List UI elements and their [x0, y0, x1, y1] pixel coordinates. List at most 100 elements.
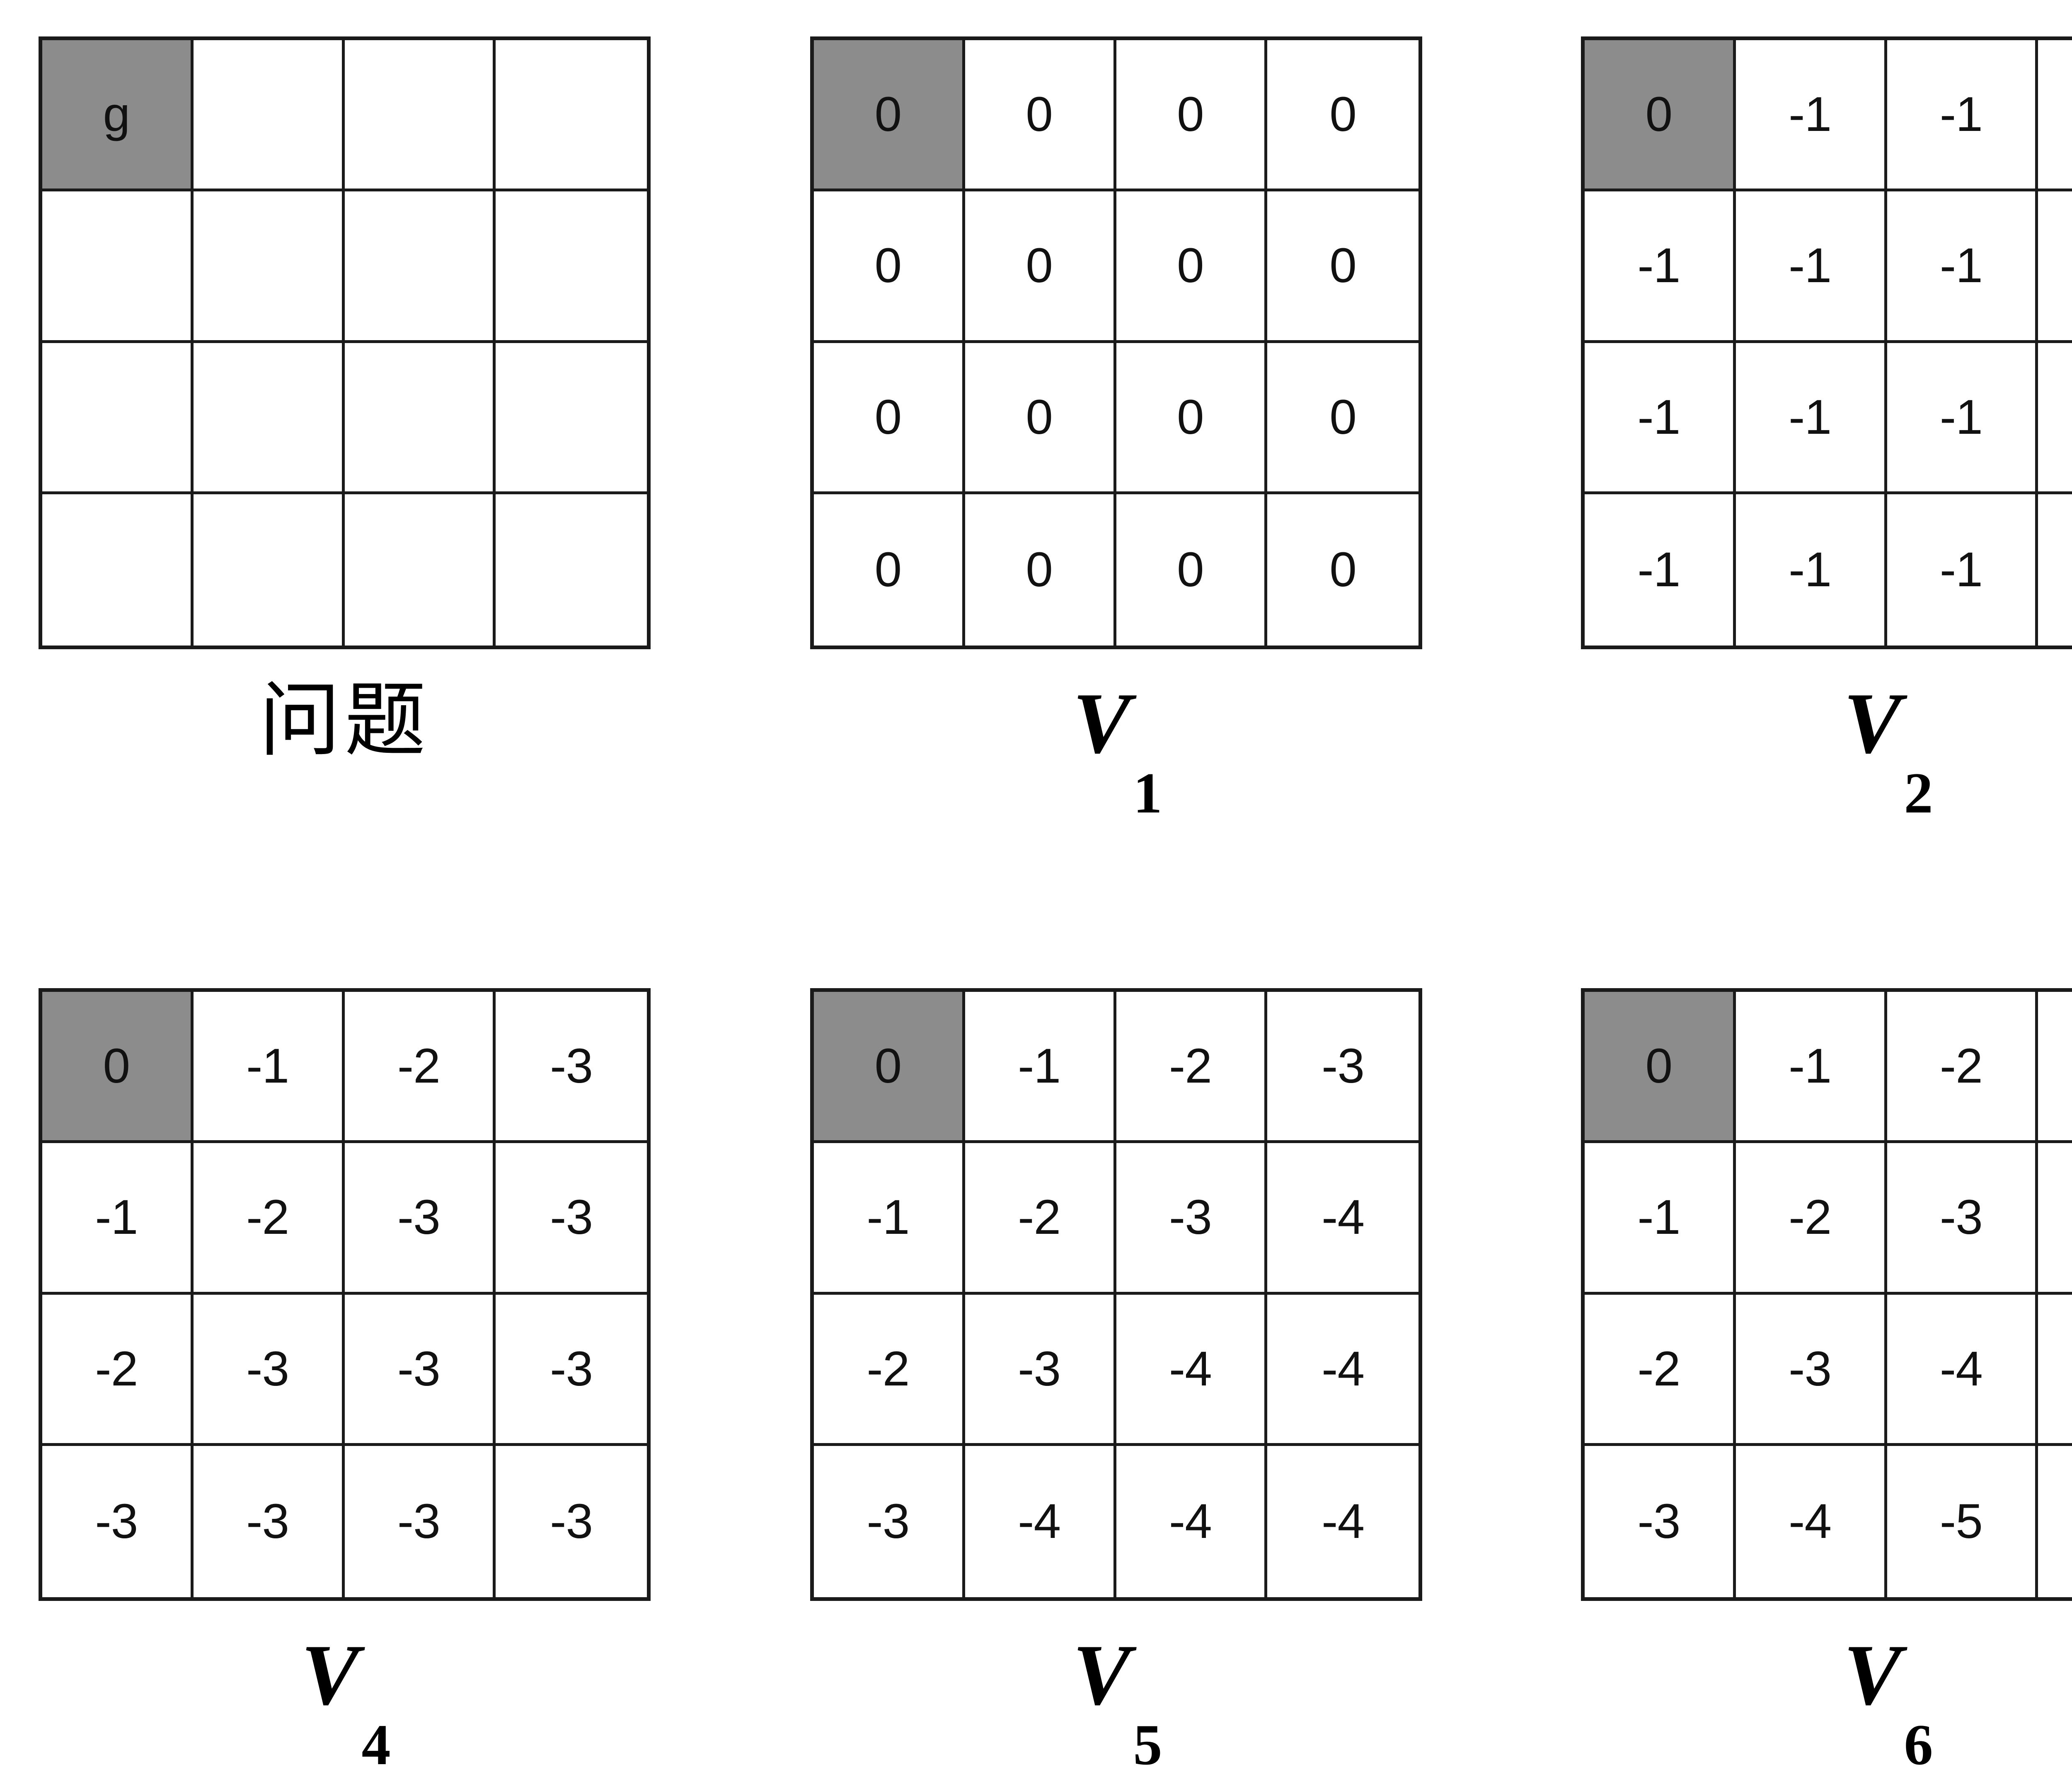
grid-cell-r3-c2: -1 [1887, 494, 2038, 646]
grid-cell-r3-c0: -3 [1585, 1446, 1736, 1597]
panel-label-subscript: 2 [1904, 761, 1933, 825]
grid-cell-r1-c0 [42, 191, 194, 343]
grid-cell-r3-c3: 0 [1267, 494, 1418, 646]
grid-cell-r3-c2: -5 [1887, 1446, 2038, 1597]
panel-label-subscript: 6 [1904, 1713, 1933, 1777]
grid-cell-r2-c2: -1 [1887, 343, 2038, 494]
grid-cell-r1-c3: -4 [1267, 1143, 1418, 1295]
grid-cell-r2-c1: 0 [965, 343, 1116, 494]
grid-cell-r1-c1: -2 [193, 1143, 345, 1295]
grid-cell-r3-c2: 0 [1116, 494, 1268, 646]
grid-cell-r1-c2: -3 [1116, 1143, 1268, 1295]
grid-cell-r1-c3: -3 [496, 1143, 647, 1295]
grid-cell-r2-c0: 0 [814, 343, 965, 494]
grid-cell-r0-c0: 0 [42, 992, 194, 1144]
grid-cell-r3-c3 [496, 494, 647, 646]
grid-cell-r3-c1: -4 [1736, 1446, 1887, 1597]
grid-cell-r1-c1: -2 [965, 1143, 1116, 1295]
grid-cell-r2-c2 [344, 343, 496, 494]
grid-cell-r2-c1 [193, 343, 345, 494]
panel-label-subscript: 5 [1133, 1713, 1162, 1777]
grid-cell-r2-c1: -3 [965, 1294, 1116, 1446]
grid-cell-r3-c2 [344, 494, 496, 646]
grid-cell-r0-c1 [193, 40, 345, 192]
grid-cell-r3-c3: -5 [2038, 1446, 2072, 1597]
grid-cell-r2-c0: -1 [1585, 343, 1736, 494]
grid-cell-r0-c1: -1 [1736, 40, 1887, 192]
grid-cell-r2-c3: -4 [1267, 1294, 1418, 1446]
grid-cell-r0-c1: -1 [965, 992, 1116, 1144]
grid-cell-r3-c0 [42, 494, 194, 646]
grid-panel-v6: 0-1-2-3-1-2-3-4-2-3-4-5-3-4-5-5V6 [1581, 988, 2072, 1774]
value-grid-v2: 0-1-1-1-1-1-1-1-1-1-1-1-1-1-1-1 [1581, 36, 2072, 649]
grid-cell-r3-c1: -3 [193, 1446, 345, 1597]
grid-cell-r0-c3 [496, 40, 647, 192]
grid-cell-r1-c0: -1 [814, 1143, 965, 1295]
grid-cell-r0-c0: g [42, 40, 194, 192]
grid-cell-r1-c2: 0 [1116, 191, 1268, 343]
grid-cell-r0-c2: -2 [1887, 992, 2038, 1144]
grid-cell-r2-c2: 0 [1116, 343, 1268, 494]
grid-cell-r3-c3: -1 [2038, 494, 2072, 646]
grid-cell-r2-c3: -1 [2038, 343, 2072, 494]
grid-cell-r0-c3: -3 [496, 992, 647, 1144]
grid-panel-problem: g 问题 [39, 36, 651, 804]
grid-cell-r0-c1: 0 [965, 40, 1116, 192]
grid-cell-r0-c0: 0 [1585, 40, 1736, 192]
grid-cell-r0-c2: -2 [344, 992, 496, 1144]
grid-cell-r3-c1 [193, 494, 345, 646]
grid-cell-r3-c0: -3 [814, 1446, 965, 1597]
grid-cell-r0-c3: 0 [1267, 40, 1418, 192]
grid-cell-r1-c0: -1 [1585, 191, 1736, 343]
grid-cell-r3-c1: -4 [965, 1446, 1116, 1597]
panel-label-text: 问题 [259, 673, 430, 768]
grid-cell-r2-c2: -4 [1887, 1294, 2038, 1446]
grid-cell-r1-c2 [344, 191, 496, 343]
grid-cell-r2-c1: -3 [193, 1294, 345, 1446]
panel-label-symbol: V [1072, 1627, 1131, 1723]
grid-cell-r1-c1: -1 [1736, 191, 1887, 343]
grid-cell-r1-c3 [496, 191, 647, 343]
grid-cell-r3-c0: 0 [814, 494, 965, 646]
grid-cell-r1-c0: -1 [42, 1143, 194, 1295]
value-grid-v6: 0-1-2-3-1-2-3-4-2-3-4-5-3-4-5-5 [1581, 988, 2072, 1601]
value-grid-v4: 0-1-2-3-1-2-3-3-2-3-3-3-3-3-3-3 [39, 988, 651, 1601]
panel-label-subscript: 4 [361, 1713, 391, 1777]
grid-cell-r3-c2: -3 [344, 1446, 496, 1597]
grid-cell-r2-c0: -2 [814, 1294, 965, 1446]
grid-cell-r2-c2: -4 [1116, 1294, 1268, 1446]
grid-cell-r3-c3: -3 [496, 1446, 647, 1597]
grid-cell-r3-c3: -4 [1267, 1446, 1418, 1597]
panel-label-symbol: V [1843, 1627, 1902, 1723]
grid-cell-r0-c1: -1 [1736, 992, 1887, 1144]
grid-cell-r2-c2: -3 [344, 1294, 496, 1446]
grid-cell-r0-c2 [344, 40, 496, 192]
grid-cell-r1-c1: -2 [1736, 1143, 1887, 1295]
grid-cell-r2-c1: -1 [1736, 343, 1887, 494]
grid-cell-r1-c1: 0 [965, 191, 1116, 343]
grid-cell-r1-c2: -3 [1887, 1143, 2038, 1295]
grid-cell-r0-c2: -2 [1116, 992, 1268, 1144]
panel-label-subscript: 1 [1133, 761, 1162, 825]
grid-cell-r2-c0 [42, 343, 194, 494]
grid-panel-v2: 0-1-1-1-1-1-1-1-1-1-1-1-1-1-1-1V2 [1581, 36, 2072, 822]
grid-cell-r0-c0: 0 [814, 40, 965, 192]
grid-cell-r0-c3: -3 [2038, 992, 2072, 1144]
grid-cell-r2-c0: -2 [1585, 1294, 1736, 1446]
grid-cell-r3-c0: -1 [1585, 494, 1736, 646]
grid-cell-r0-c2: -1 [1887, 40, 2038, 192]
grid-cell-r2-c1: -3 [1736, 1294, 1887, 1446]
value-grid-v5: 0-1-2-3-1-2-3-4-2-3-4-4-3-4-4-4 [810, 988, 1422, 1601]
grid-cell-r2-c3: -3 [496, 1294, 647, 1446]
grid-cell-r1-c3: 0 [1267, 191, 1418, 343]
grid-cell-r3-c1: 0 [965, 494, 1116, 646]
panel-label-symbol: V [301, 1627, 359, 1723]
grid-cell-r0-c0: 0 [1585, 992, 1736, 1144]
